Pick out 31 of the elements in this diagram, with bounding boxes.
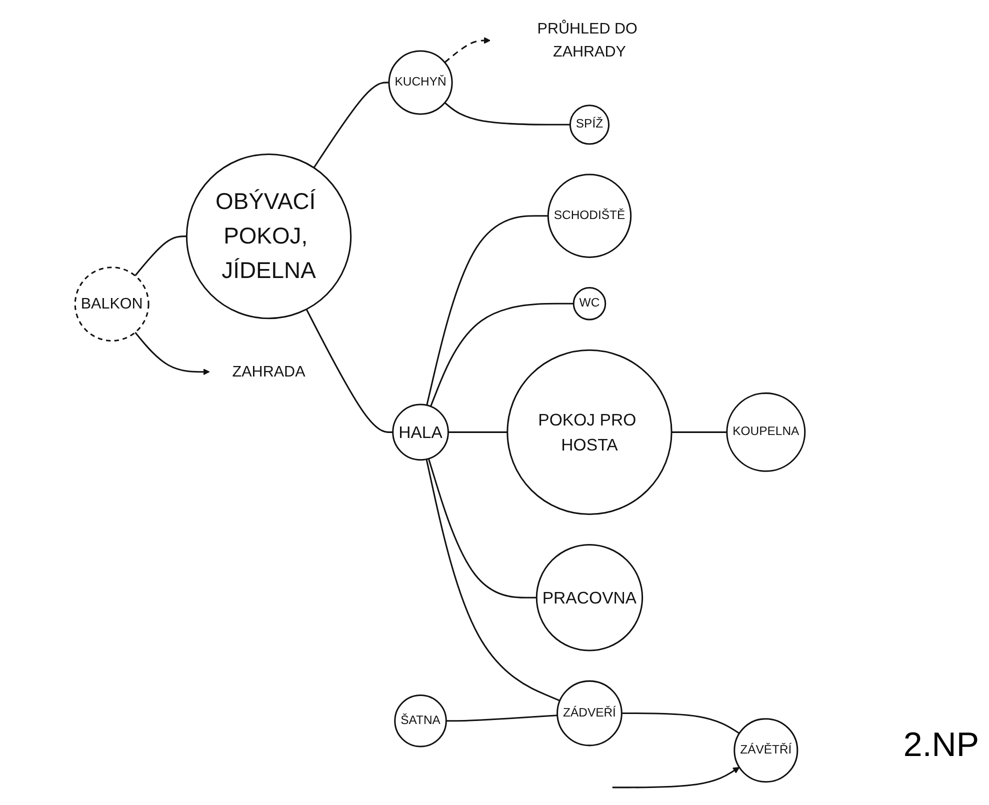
connector	[444, 102, 570, 126]
connector	[430, 302, 574, 407]
node-circle: SPÍŽ	[569, 104, 610, 145]
node-circle: ZÁVĚTŘÍ	[734, 718, 798, 783]
connector	[448, 431, 508, 433]
node-circle: KUCHYŇ	[388, 50, 453, 115]
node-circle: ŠATNA	[394, 694, 447, 748]
connector	[134, 236, 187, 276]
node-text: ZAHRADA	[232, 363, 306, 380]
connector	[672, 431, 727, 433]
connector	[306, 308, 393, 433]
arrow	[134, 332, 210, 376]
node-circle: PRACOVNA	[536, 544, 644, 652]
node-circle: OBÝVACÍ POKOJ, JÍDELNA	[186, 153, 352, 320]
arrow	[444, 37, 491, 63]
node-circle: POKOJ PRO HOSTA	[506, 349, 672, 516]
node-circle: SCHODIŠTĚ	[547, 174, 632, 258]
node-circle: KOUPELNA	[726, 392, 806, 472]
arrow	[612, 767, 740, 788]
connector	[622, 712, 740, 734]
node-text: PRŮHLED DO ZAHRADY	[537, 20, 638, 60]
connector	[426, 459, 560, 702]
node-circle: WC	[572, 287, 606, 320]
floor-label: 2.NP	[903, 726, 979, 765]
connector	[426, 215, 548, 406]
connector	[428, 458, 537, 598]
node-circle: BALKON	[74, 266, 150, 342]
node-circle: HALA	[392, 404, 449, 461]
connector	[446, 714, 558, 722]
connector	[313, 82, 390, 168]
node-circle: ZÁDVEŘÍ	[556, 680, 622, 746]
